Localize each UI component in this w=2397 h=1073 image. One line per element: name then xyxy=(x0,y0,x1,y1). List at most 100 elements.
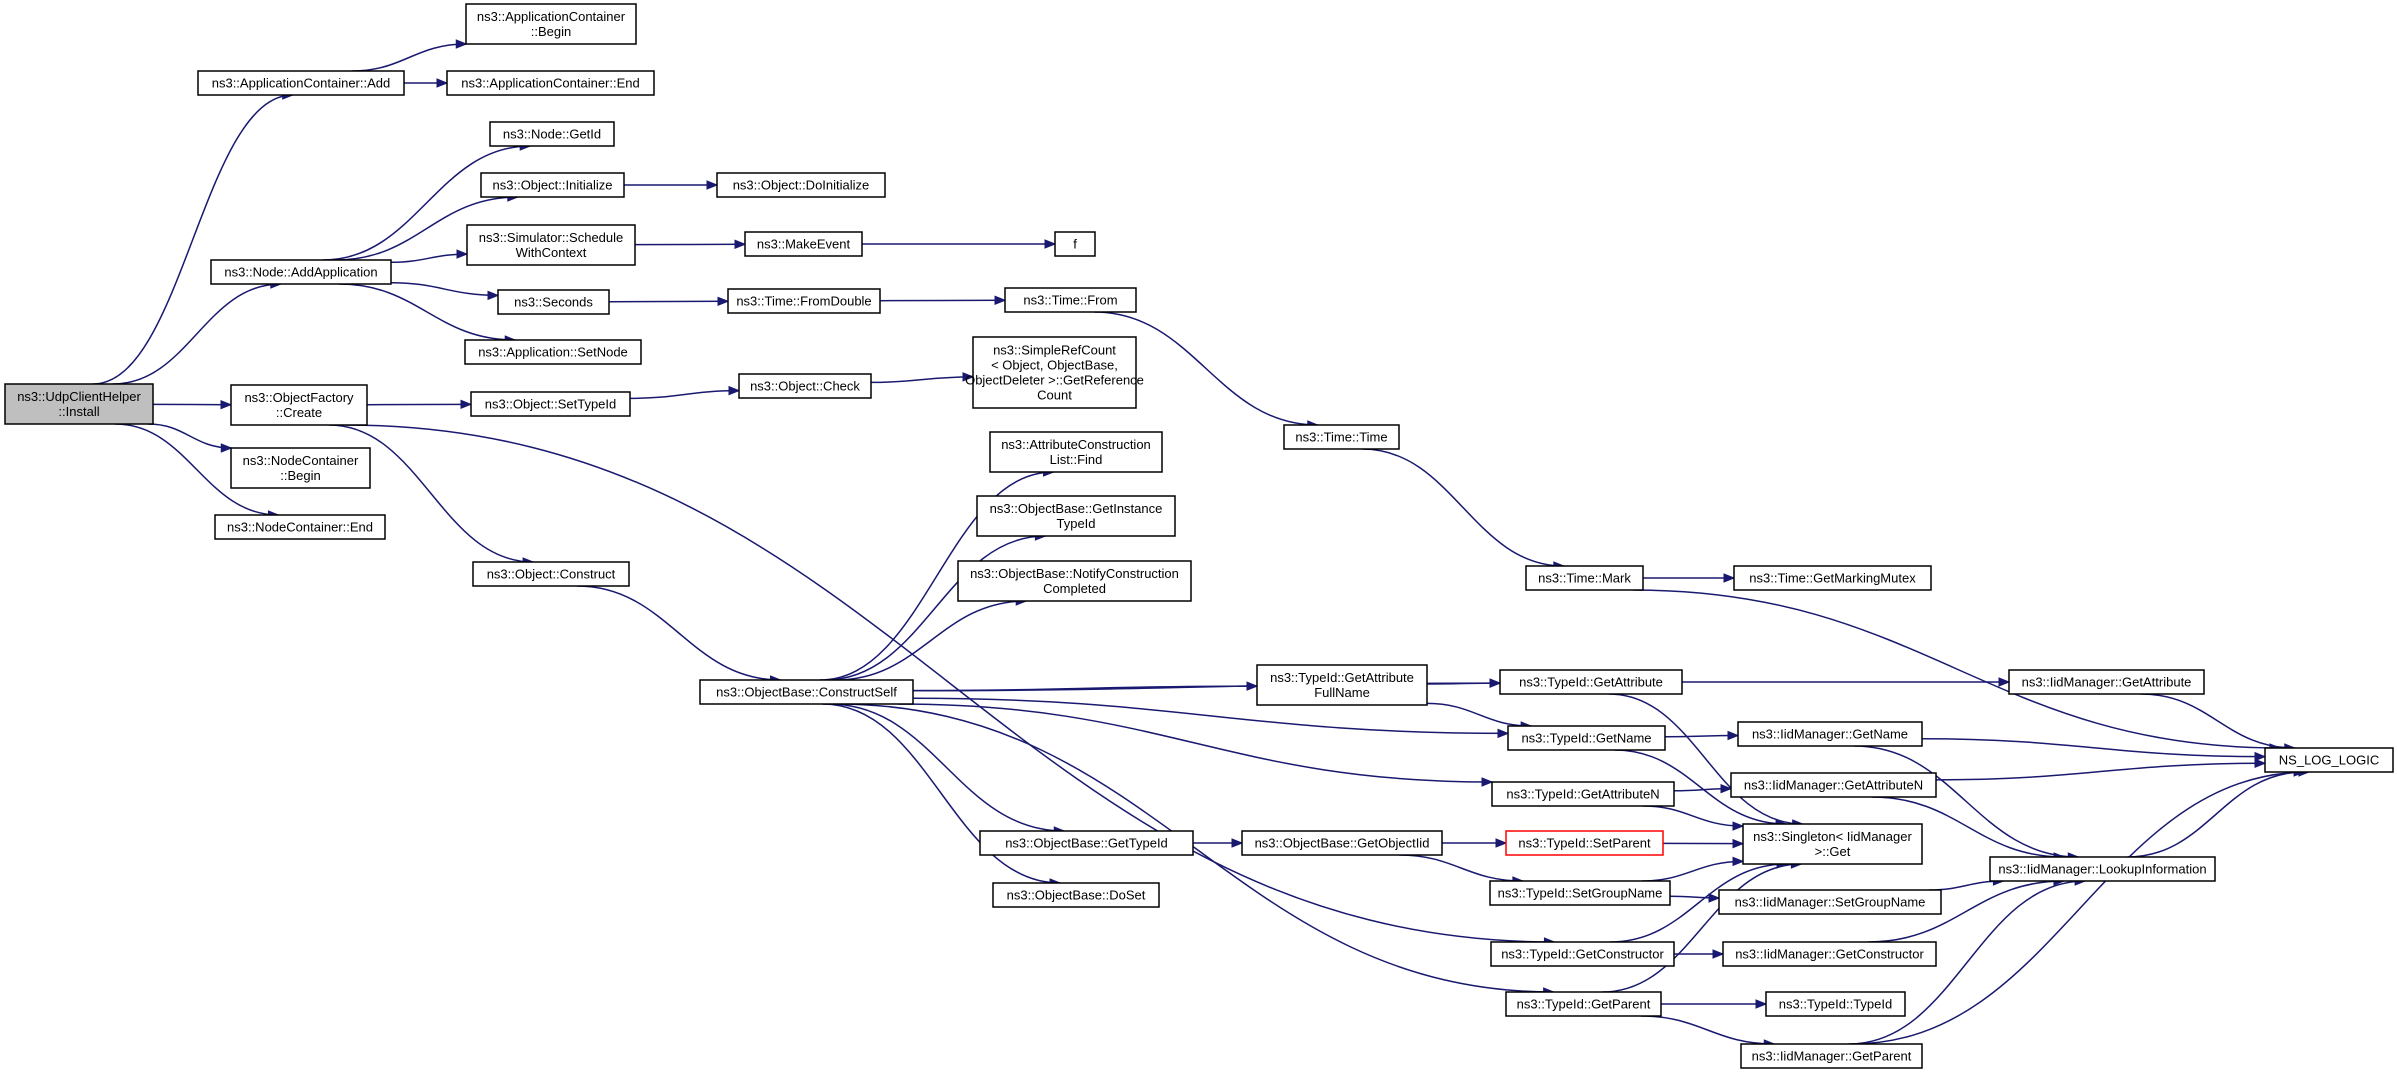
node-objfactory-create[interactable]: ns3::ObjectFactory::Create xyxy=(230,384,368,426)
node-typeid-setgroupname[interactable]: ns3::TypeId::SetGroupName xyxy=(1489,880,1671,906)
node-label: ns3::Object::Initialize xyxy=(493,178,613,193)
arrowhead xyxy=(487,290,500,301)
edge-obj-settypeid-to-obj-check xyxy=(629,385,741,400)
node-simplerefcount[interactable]: ns3::SimpleRefCount< Object, ObjectBase,… xyxy=(965,336,1144,409)
node-label: ns3::Object::DoInitialize xyxy=(733,178,870,193)
node-iid-getparent[interactable]: ns3::IidManager::GetParent xyxy=(1740,1043,1923,1069)
edge-iid-lookupinfo-to-ns-log-logic xyxy=(2127,767,2306,858)
arrowhead xyxy=(460,399,473,410)
node-box xyxy=(716,172,886,198)
node-iid-setgroupname[interactable]: ns3::IidManager::SetGroupName xyxy=(1718,889,1942,915)
node-obj-settypeid[interactable]: ns3::Object::SetTypeId xyxy=(470,391,631,417)
edge-line xyxy=(338,283,516,341)
arrowhead xyxy=(1998,677,2011,687)
node-box xyxy=(744,231,863,257)
node-singleton-get[interactable]: ns3::Singleton< IidManager>::Get xyxy=(1742,823,1923,865)
edge-line xyxy=(390,253,468,264)
node-ob-getobjectiid[interactable]: ns3::ObjectBase::GetObjectIid xyxy=(1241,830,1443,856)
node-iid-lookupinfo[interactable]: ns3::IidManager::LookupInformation xyxy=(1989,856,2216,882)
node-iid-getname[interactable]: ns3::IidManager::GetName xyxy=(1737,721,1923,747)
edge-line xyxy=(1608,693,1803,825)
edge-line xyxy=(92,94,293,385)
node-ob-notifyconstruction[interactable]: ns3::ObjectBase::NotifyConstructionCompl… xyxy=(957,560,1192,602)
node-nodecont-begin[interactable]: ns3::NodeContainer::Begin xyxy=(230,447,371,489)
node-box xyxy=(1490,941,1675,967)
edge-typeid-getattributen-to-singleton-get xyxy=(1642,805,1745,831)
node-time-time[interactable]: ns3::Time::Time xyxy=(1283,424,1400,450)
node-iid-getattribute[interactable]: ns3::IidManager::GetAttribute xyxy=(2008,669,2205,695)
node-appcont-begin[interactable]: ns3::ApplicationContainer::Begin xyxy=(465,3,637,45)
node-nodecont-end[interactable]: ns3::NodeContainer::End xyxy=(214,514,386,540)
node-typeid-getconstructor[interactable]: ns3::TypeId::GetConstructor xyxy=(1490,941,1675,967)
node-typeid-getattributen[interactable]: ns3::TypeId::GetAttributeN xyxy=(1491,781,1675,807)
node-appcont-add[interactable]: ns3::ApplicationContainer::Add xyxy=(197,70,405,96)
node-box xyxy=(480,172,625,198)
node-seconds[interactable]: ns3::Seconds xyxy=(497,289,610,315)
node-label: ::Create xyxy=(276,405,322,420)
edge-line xyxy=(629,389,740,400)
edge-time-fromdouble-to-time-from xyxy=(879,295,1007,305)
edge-line xyxy=(328,424,534,563)
node-iid-getattributen[interactable]: ns3::IidManager::GetAttributeN xyxy=(1730,772,1937,798)
node-box xyxy=(738,373,872,399)
edge-line xyxy=(1851,771,2309,1045)
node-label: NS_LOG_LOGIC xyxy=(2279,753,2379,768)
edge-ob-constructself-to-ob-doset xyxy=(822,703,1062,888)
edge-time-mark-to-time-getmarkingmutex xyxy=(1643,573,1736,583)
node-obj-construct[interactable]: ns3::Object::Construct xyxy=(472,561,630,587)
node-label: ns3::TypeId::GetAttribute xyxy=(1270,670,1414,685)
node-box xyxy=(214,514,386,540)
node-box xyxy=(1718,889,1942,915)
node-ob-gettypeid[interactable]: ns3::ObjectBase::GetTypeId xyxy=(979,830,1194,856)
node-node-getid[interactable]: ns3::Node::GetId xyxy=(489,121,615,147)
edge-typeid-getparent-to-iid-getparent xyxy=(1640,1015,1776,1049)
edge-typeid-getattribute-to-singleton-get xyxy=(1608,693,1805,829)
node-box xyxy=(1054,231,1096,257)
node-time-fromdouble[interactable]: ns3::Time::FromDouble xyxy=(727,288,881,314)
edge-node-addapp-to-seconds xyxy=(390,281,500,301)
node-typeid-getparent[interactable]: ns3::TypeId::GetParent xyxy=(1505,991,1662,1017)
node-ns-log-logic[interactable]: NS_LOG_LOGIC xyxy=(2264,747,2394,773)
node-time-getmarkingmutex[interactable]: ns3::Time::GetMarkingMutex xyxy=(1733,565,1932,591)
node-typeid-getname[interactable]: ns3::TypeId::GetName xyxy=(1507,725,1666,751)
node-label: ns3::Time::Mark xyxy=(1538,571,1631,586)
node-typeid-setparent[interactable]: ns3::TypeId::SetParent xyxy=(1505,830,1664,856)
node-typeid-getattribute[interactable]: ns3::TypeId::GetAttribute xyxy=(1499,669,1683,695)
node-label: ns3::TypeId::GetAttributeN xyxy=(1506,787,1659,802)
edge-ob-constructself-to-ob-gettypeid xyxy=(828,703,1066,836)
node-install[interactable]: ns3::UdpClientHelper::Install xyxy=(4,383,154,425)
node-obj-doinit[interactable]: ns3::Object::DoInitialize xyxy=(716,172,886,198)
node-obj-check[interactable]: ns3::Object::Check xyxy=(738,373,872,399)
node-label: ObjectDeleter >::GetReference xyxy=(965,373,1144,388)
node-box xyxy=(989,431,1163,473)
edge-line xyxy=(819,471,1054,681)
node-iid-getconstructor[interactable]: ns3::IidManager::GetConstructor xyxy=(1722,941,1937,967)
node-box xyxy=(470,391,631,417)
node-appcont-end[interactable]: ns3::ApplicationContainer::End xyxy=(446,70,655,96)
node-f[interactable]: f xyxy=(1054,231,1096,257)
node-time-from[interactable]: ns3::Time::From xyxy=(1004,287,1137,313)
node-makeevent[interactable]: ns3::MakeEvent xyxy=(744,231,863,257)
edge-line xyxy=(1399,854,1523,882)
node-box xyxy=(1256,664,1428,706)
edge-line xyxy=(1642,805,1744,827)
edge-line xyxy=(114,423,279,516)
edge-ob-getobjectiid-to-typeid-setparent xyxy=(1442,838,1508,848)
node-time-mark[interactable]: ns3::Time::Mark xyxy=(1525,565,1644,591)
node-typeid-typeid[interactable]: ns3::TypeId::TypeId xyxy=(1765,991,1906,1017)
node-obj-initialize[interactable]: ns3::Object::Initialize xyxy=(480,172,625,198)
node-ob-doset[interactable]: ns3::ObjectBase::DoSet xyxy=(992,882,1160,908)
node-box xyxy=(1765,991,1906,1017)
node-label: ns3::Singleton< IidManager xyxy=(1753,829,1912,844)
node-node-addapp[interactable]: ns3::Node::AddApplication xyxy=(210,259,392,285)
edge-ob-gettypeid-to-ob-getobjectiid xyxy=(1193,838,1244,848)
arrowhead xyxy=(220,443,233,453)
node-ob-constructself[interactable]: ns3::ObjectBase::ConstructSelf xyxy=(699,679,914,705)
edge-line xyxy=(1633,589,2280,749)
edge-line xyxy=(322,145,531,261)
node-app-setnode[interactable]: ns3::Application::SetNode xyxy=(464,339,642,365)
